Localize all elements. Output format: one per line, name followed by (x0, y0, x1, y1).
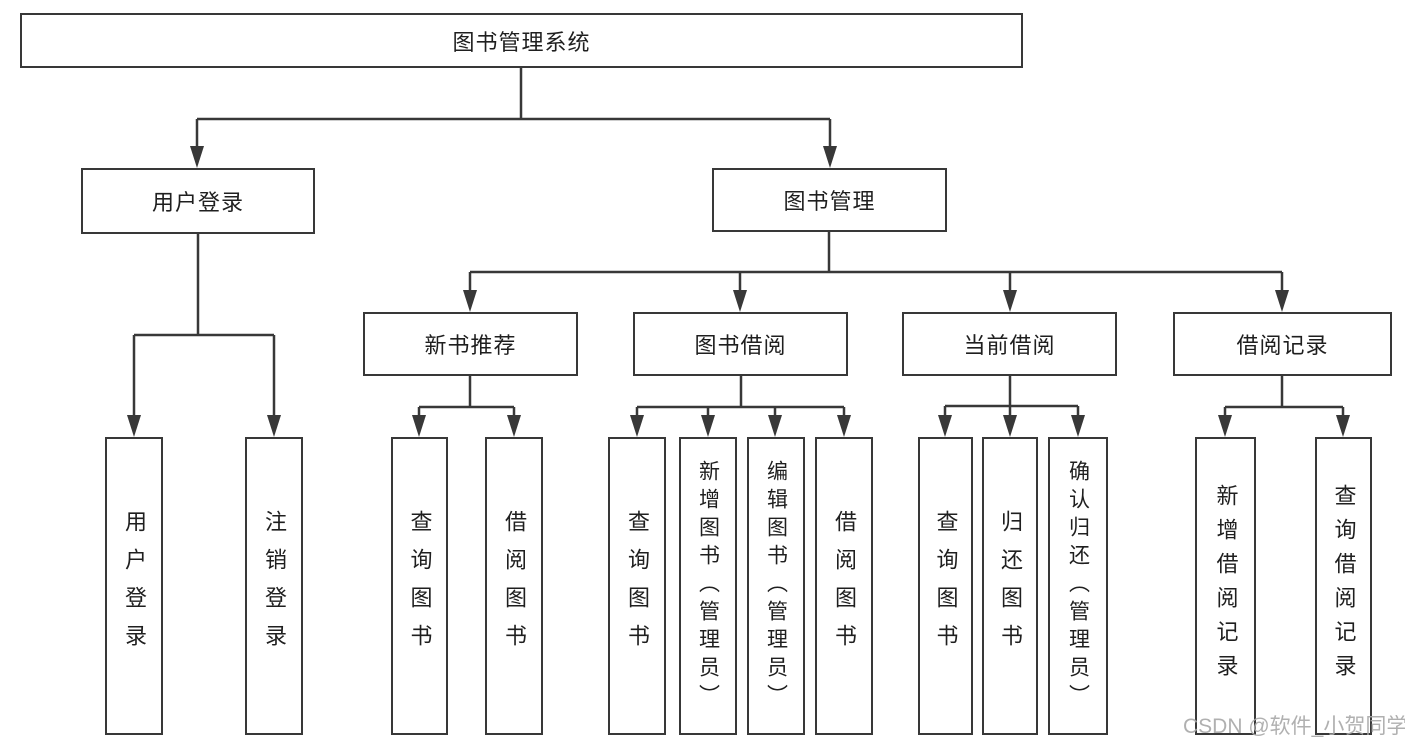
leaf-cb-confirm-return-admin-label: 确认归还（管理员） (1066, 460, 1090, 712)
node-root: 图书管理系统 (20, 13, 1023, 68)
arrow-icon (1003, 290, 1017, 312)
leaf-bb-query-books-label: 查询图书 (625, 510, 650, 662)
leaf-bb-query-books: 查询图书 (608, 437, 666, 735)
node-user-login: 用户登录 (81, 168, 315, 234)
arrow-icon (412, 415, 426, 437)
node-book-borrow: 图书借阅 (633, 312, 848, 376)
leaf-bb-borrow-books: 借阅图书 (815, 437, 873, 735)
leaf-bb-borrow-books-label: 借阅图书 (832, 510, 857, 662)
node-new-book-rec-label: 新书推荐 (424, 333, 517, 358)
connector-current-borrow-children (943, 376, 1080, 416)
arrow-icon (1071, 415, 1085, 437)
watermark-text: CSDN @软件_小贺同学 (1183, 715, 1405, 738)
leaf-logout: 注销登录 (245, 437, 303, 735)
leaf-bb-add-books-admin-label: 新增图书（管理员） (696, 460, 720, 712)
connector-user-login-children (132, 234, 276, 416)
arrow-icon (127, 415, 141, 437)
leaf-br-query-record-label: 查询借阅记录 (1331, 484, 1357, 688)
leaf-rec-query-books-label: 查询图书 (407, 510, 433, 662)
leaf-user-login-label: 用户登录 (122, 510, 147, 662)
arrow-icon (1336, 415, 1350, 437)
leaf-rec-query-books: 查询图书 (391, 437, 448, 735)
arrow-icon (190, 146, 204, 168)
leaf-bb-edit-books-admin: 编辑图书（管理员） (747, 437, 805, 735)
leaf-br-add-record: 新增借阅记录 (1195, 437, 1256, 735)
arrow-icon (463, 290, 477, 312)
node-current-borrow-label: 当前借阅 (963, 333, 1056, 358)
node-new-book-rec: 新书推荐 (363, 312, 578, 376)
node-root-label: 图书管理系统 (452, 29, 591, 55)
leaf-rec-borrow-books: 借阅图书 (485, 437, 543, 735)
leaf-cb-query-books: 查询图书 (918, 437, 973, 735)
leaf-br-add-record-label: 新增借阅记录 (1213, 484, 1239, 688)
leaf-cb-return-books-label: 归还图书 (998, 510, 1023, 662)
node-book-borrow-label: 图书借阅 (694, 333, 787, 358)
leaf-cb-return-books: 归还图书 (982, 437, 1038, 735)
leaf-logout-label: 注销登录 (262, 510, 287, 662)
leaf-br-query-record: 查询借阅记录 (1315, 437, 1372, 735)
node-user-login-label: 用户登录 (151, 190, 244, 215)
arrow-icon (507, 415, 521, 437)
arrow-icon (733, 290, 747, 312)
leaf-rec-borrow-books-label: 借阅图书 (502, 510, 527, 662)
arrow-icon (1003, 415, 1017, 437)
node-borrow-records: 借阅记录 (1173, 312, 1392, 376)
arrow-icon (823, 146, 837, 168)
arrow-icon (837, 415, 851, 437)
connector-borrow-records-children (1223, 376, 1345, 416)
connector-book-mgmt-to-level3 (468, 232, 1284, 291)
arrow-icon (938, 415, 952, 437)
node-book-mgmt-label: 图书管理 (783, 189, 876, 214)
arrow-icon (701, 415, 715, 437)
arrow-icon (1275, 290, 1289, 312)
node-current-borrow: 当前借阅 (902, 312, 1117, 376)
connector-new-book-rec-children (417, 376, 516, 416)
arrowheads (127, 146, 1350, 437)
node-borrow-records-label: 借阅记录 (1236, 333, 1329, 358)
arrow-icon (768, 415, 782, 437)
leaf-bb-edit-books-admin-label: 编辑图书（管理员） (764, 460, 788, 712)
leaf-cb-confirm-return-admin: 确认归还（管理员） (1048, 437, 1108, 735)
leaf-bb-add-books-admin: 新增图书（管理员） (679, 437, 737, 735)
leaf-cb-query-books-label: 查询图书 (933, 510, 959, 662)
arrow-icon (267, 415, 281, 437)
connector-root-to-level2 (195, 68, 832, 147)
node-book-mgmt: 图书管理 (712, 168, 947, 232)
connector-book-borrow-children (635, 376, 846, 416)
arrow-icon (1218, 415, 1232, 437)
leaf-user-login: 用户登录 (105, 437, 163, 735)
arrow-icon (630, 415, 644, 437)
